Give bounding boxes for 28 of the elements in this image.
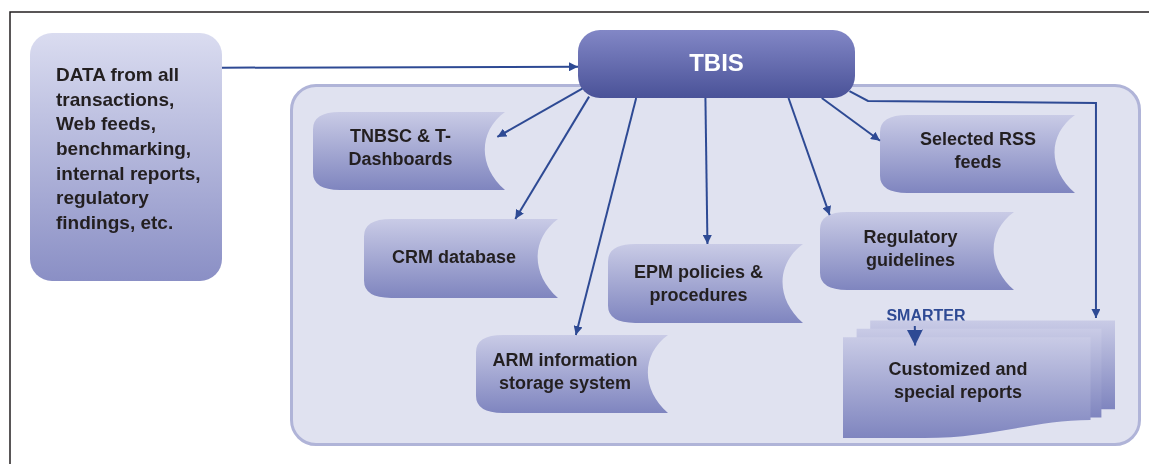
arrow <box>787 97 831 217</box>
arrow <box>906 325 923 347</box>
arrow <box>514 95 591 220</box>
document-shape <box>476 335 668 413</box>
node-label: TBIS <box>688 48 745 78</box>
node-label: EPM policies & procedures <box>632 261 764 308</box>
node-label: Customized and special reports <box>887 358 1029 405</box>
hub-box <box>578 30 855 98</box>
document-shape <box>820 212 1014 290</box>
node-label: Regulatory guidelines <box>862 226 959 273</box>
arrow <box>702 97 712 245</box>
node-label: TNBSC & T-Dashboards <box>347 125 454 172</box>
node-label: DATA from all transactions, Web feeds, benchmarking, internal reports, regulatory findings, etc. <box>56 63 202 236</box>
arrow <box>820 97 881 142</box>
source-box <box>30 33 222 281</box>
node-label: Selected RSS feeds <box>918 128 1038 175</box>
annotation-text: SMARTER <box>885 306 967 326</box>
document-shape <box>880 115 1075 193</box>
arrow <box>848 90 1101 319</box>
document-shape <box>364 219 558 298</box>
node-label: CRM database <box>391 246 517 269</box>
arrow <box>221 62 579 72</box>
group-panel <box>290 84 1141 446</box>
arrow <box>496 86 585 138</box>
arrow <box>573 97 638 336</box>
node-label: ARM information storage system <box>491 349 639 396</box>
document-shape <box>313 112 505 190</box>
document-shape <box>608 244 803 323</box>
